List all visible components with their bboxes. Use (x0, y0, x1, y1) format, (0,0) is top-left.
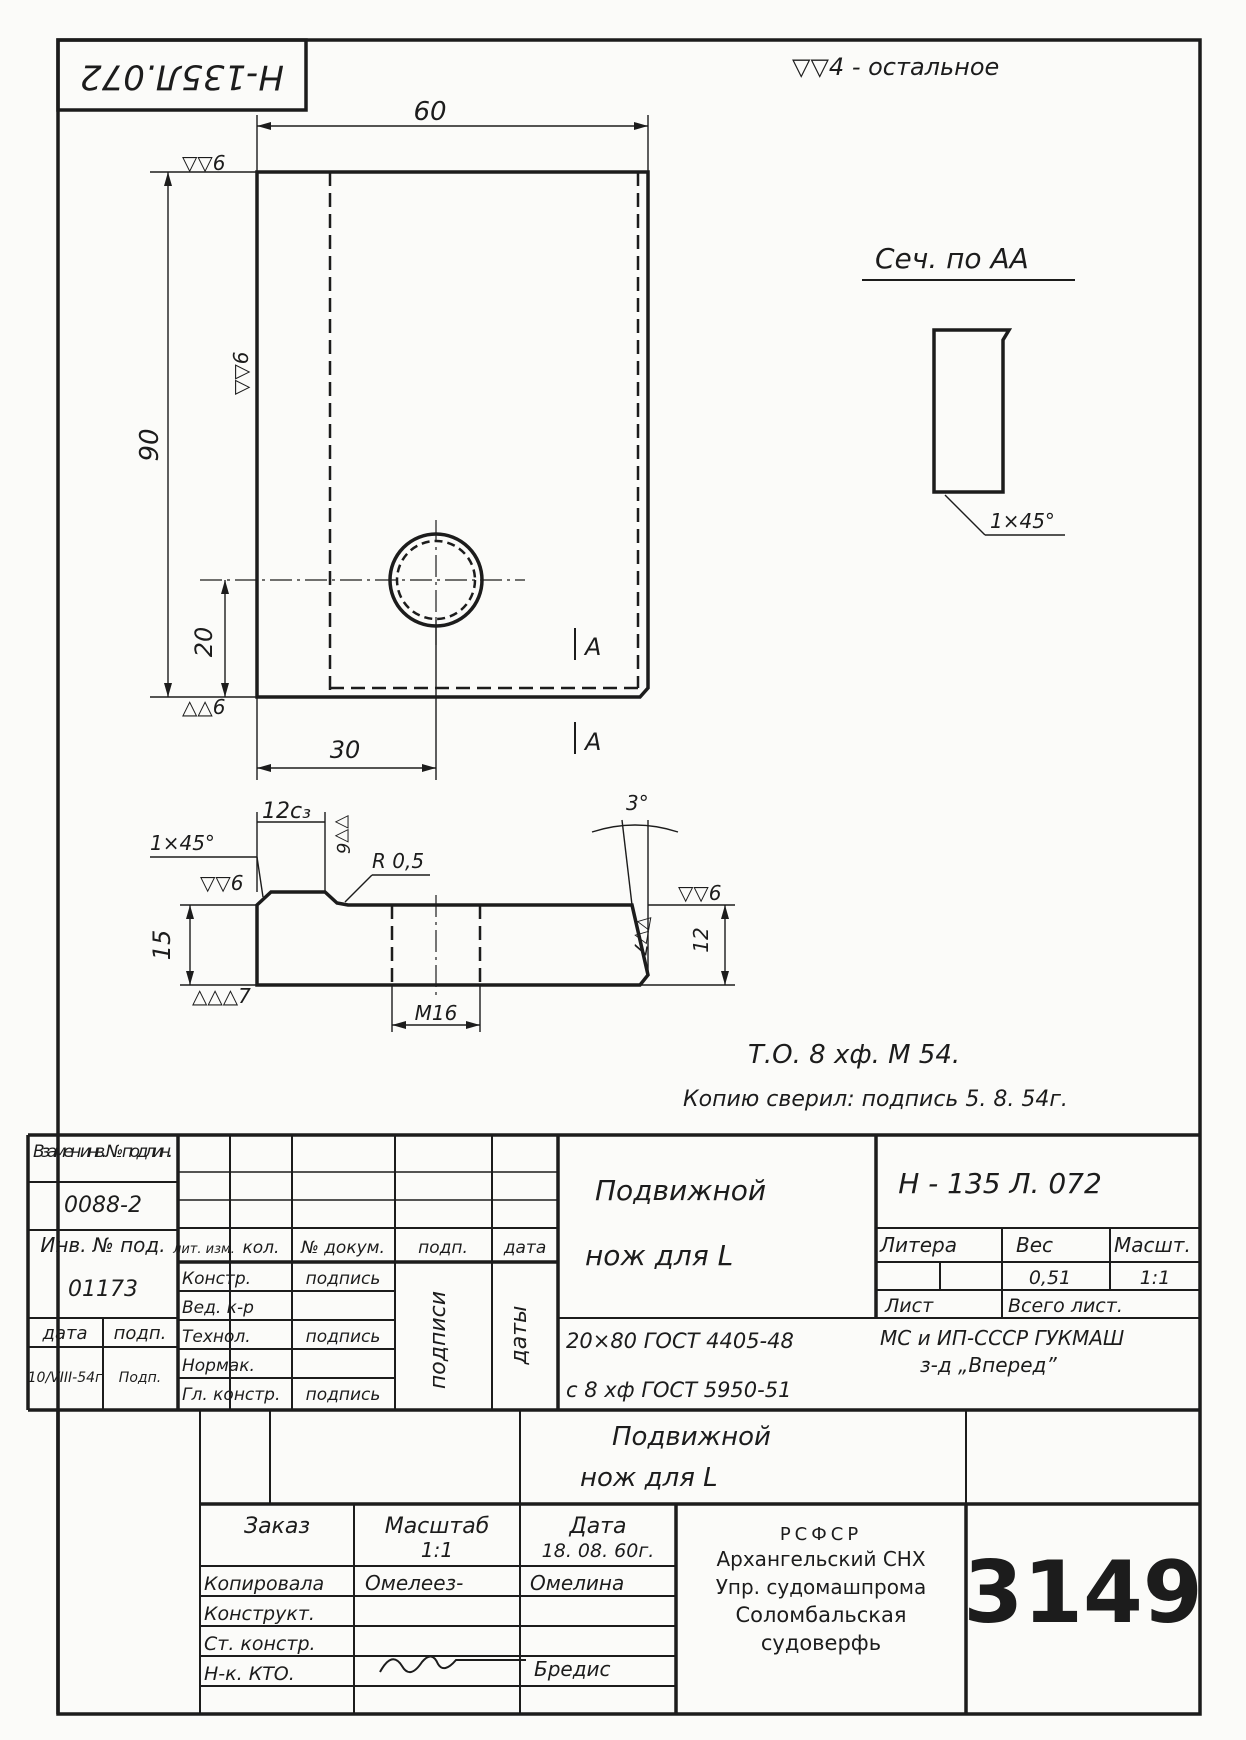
drawing-number-stamp: Н-135Л.072 (56, 38, 308, 112)
dim-height: 90 (135, 428, 165, 461)
copy-date-label: Дата (569, 1514, 627, 1539)
row-senior-designer: Ст. констр. (204, 1633, 316, 1655)
surface-mark-groove: ▽▽6 (332, 815, 353, 854)
plan-dimensions: 60 90 20 30 ▽▽6 ▽▽6 △△6 (135, 97, 649, 780)
weight-value: 0,51 (1029, 1267, 1071, 1289)
part-name-line1: Подвижной (595, 1174, 766, 1207)
dim-chamfer-left: 1×45° (150, 831, 215, 855)
copy-date-value: 18. 08. 60г. (542, 1540, 655, 1562)
archive-org-line1: РСФСР (780, 1524, 862, 1545)
archive-org-line4: Соломбальская (736, 1603, 907, 1627)
material-line1: 20×80 ГОСТ 4405-48 (566, 1329, 794, 1353)
approved-name: Бредис (534, 1657, 611, 1681)
side-view (255, 890, 650, 995)
signature-chief: подпись (306, 1385, 381, 1405)
archive-number: 3149 (963, 1543, 1202, 1643)
side-dimensions: 12с₃ ▽▽6 1×45° R 0,5 15 ▽▽6 △△△7 12 ▽▽6 … (148, 791, 735, 1032)
plan-view (200, 170, 650, 699)
dim-radius: R 0,5 (372, 849, 424, 873)
date-value: 10/VIII-54г (28, 1370, 103, 1386)
surface-finish-note: ▽▽4 - остальное (792, 53, 999, 81)
copy-name-line2: нож для L (580, 1463, 718, 1493)
sheets-label: Всего лист. (1008, 1295, 1123, 1317)
inv-value: 01173 (68, 1277, 138, 1302)
surface-mark-bevel: ▽▽7 (628, 914, 656, 957)
row-designer: Конструкт. (204, 1603, 315, 1625)
replaces-value: 0088-2 (64, 1193, 142, 1218)
date-label: дата (42, 1323, 88, 1344)
dim-step: 12с₃ (262, 799, 311, 824)
scale-value: 1:1 (1140, 1267, 1171, 1289)
surface-mark-side: ▽▽6 (229, 352, 253, 396)
copy-block: Подвижной нож для L Заказ Масштаб 1:1 Да… (56, 1410, 1203, 1714)
stamp-text: Н-135Л.072 (80, 57, 284, 97)
inv-label: Инв. № под. (40, 1233, 165, 1257)
role-chief: Гл. констр. (182, 1385, 280, 1405)
part-name-line2: нож для L (585, 1239, 733, 1272)
sign-value: Подп. (119, 1370, 161, 1386)
copied-by-signature: Омелеез- (365, 1571, 463, 1595)
copy-check-note: Копию сверил: подпись 5. 8. 54г. (683, 1087, 1068, 1112)
sheet-frame (56, 38, 1202, 1716)
vertical-sign: подписи (426, 1291, 451, 1389)
vertical-date: даты (507, 1306, 532, 1366)
archive-org-line5: судоверфь (761, 1631, 881, 1655)
signature-technologist: подпись (306, 1327, 381, 1347)
replaces-label: Взамен инв. № подлин. (33, 1142, 173, 1162)
surface-mark-top: ▽▽6 (182, 151, 226, 175)
material-line2: с 8 хф ГОСТ 5950-51 (566, 1378, 791, 1402)
side-outline (255, 890, 650, 987)
surface-mark-profile-top: ▽▽6 (200, 871, 244, 895)
signature-constructor: подпись (306, 1269, 381, 1289)
surface-mark-profile-bottom: △△△7 (192, 984, 251, 1008)
dim-angle: 3° (626, 791, 649, 815)
org-line2: з-д „Вперед” (920, 1353, 1057, 1377)
part-code: Н - 135 Л. 072 (898, 1167, 1102, 1200)
section-title: Сеч. по АА (875, 242, 1029, 275)
header-sign: подп. (418, 1238, 468, 1258)
surface-mark-bottom: △△6 (182, 695, 226, 719)
role-technologist: Технол. (182, 1327, 251, 1347)
copy-scale-value: 1:1 (421, 1538, 453, 1562)
row-copied: Копировала (204, 1573, 324, 1595)
header-qty: кол. (243, 1238, 280, 1258)
sheet-label: Лист (884, 1295, 934, 1317)
order-label: Заказ (244, 1514, 310, 1539)
dim-thickness: 15 (148, 930, 176, 961)
dim-width: 60 (413, 97, 446, 127)
section-aa: Сеч. по АА 1×45° (862, 242, 1075, 536)
dim-thread: М16 (415, 1001, 458, 1025)
surface-mark-profile-right: ▽▽6 (678, 881, 722, 905)
copy-name-line1: Подвижной (612, 1422, 771, 1452)
section-chamfer: 1×45° (990, 509, 1055, 533)
dim-hole-offset-x: 30 (330, 736, 361, 764)
scale-label: Масшт. (1114, 1233, 1191, 1257)
role-constructor: Констр. (182, 1269, 251, 1289)
role-normcontrol: Нормак. (182, 1356, 255, 1376)
sign-label: подп. (114, 1323, 167, 1344)
litera-label: Литера (879, 1233, 957, 1257)
weight-label: Вес (1016, 1233, 1053, 1257)
copy-scale-label: Масштаб (385, 1514, 490, 1539)
role-lead: Вед. к-р (182, 1298, 254, 1318)
cut-marker-upper: А (583, 633, 601, 661)
header-change: лит. изм. (172, 1242, 235, 1257)
approval-signature (379, 1655, 526, 1673)
title-block: Взамен инв. № подлин. 0088-2 Инв. № под.… (26, 1133, 1200, 1412)
row-head-kto: Н-к. КТО. (204, 1663, 295, 1685)
dim-hole-offset-y: 20 (190, 627, 218, 658)
header-doc: № докум. (300, 1238, 385, 1258)
copied-by-name: Омелина (530, 1571, 624, 1595)
cut-marker-lower: А (583, 728, 601, 756)
section-profile (932, 328, 1013, 494)
header-date: дата (503, 1238, 547, 1258)
heat-treatment-note: Т.О. 8 хф. М 54. (748, 1040, 960, 1070)
plan-outline (255, 170, 650, 699)
org-line1: МС и ИП-СССР ГУКМАШ (880, 1326, 1124, 1350)
section-cut-markers: А А (574, 628, 601, 756)
archive-org-line2: Архангельский СНХ (716, 1547, 925, 1571)
dim-right-height: 12 (689, 927, 713, 952)
archive-org-line3: Упр. судомашпрома (716, 1575, 927, 1599)
